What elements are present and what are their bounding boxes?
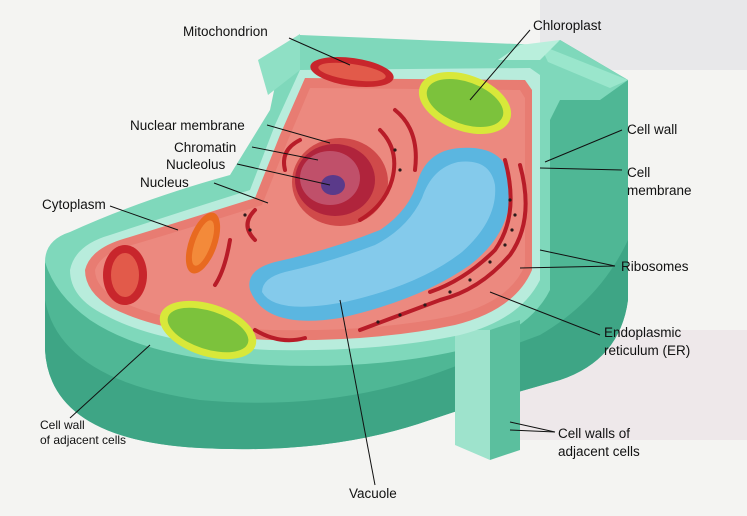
- label-er-1: Endoplasmic: [604, 325, 681, 341]
- label-cell-membrane-2: membrane: [627, 183, 692, 199]
- label-er-2: reticulum (ER): [604, 343, 690, 359]
- label-nucleus: Nucleus: [140, 175, 189, 191]
- label-cell-membrane-1: Cell: [627, 165, 650, 181]
- label-cell-walls-adjacent-1: Cell walls of: [558, 426, 630, 442]
- label-cell-walls-adjacent-2: adjacent cells: [558, 444, 640, 460]
- label-ribosomes: Ribosomes: [621, 259, 689, 275]
- nucleus-shape: [292, 138, 388, 226]
- label-mitochondrion: Mitochondrion: [183, 24, 268, 40]
- label-chromatin: Chromatin: [174, 140, 236, 156]
- label-vacuole: Vacuole: [349, 486, 397, 502]
- label-cell-wall-adjacent-1: Cell wall: [40, 418, 85, 432]
- label-cell-wall-adjacent-2: of adjacent cells: [40, 433, 126, 447]
- label-nuclear-membrane: Nuclear membrane: [130, 118, 245, 134]
- nucleolus-shape: [321, 175, 345, 195]
- label-nucleolus: Nucleolus: [166, 157, 225, 173]
- label-cytoplasm: Cytoplasm: [42, 197, 106, 213]
- label-cell-wall: Cell wall: [627, 122, 677, 138]
- label-chloroplast: Chloroplast: [533, 18, 601, 34]
